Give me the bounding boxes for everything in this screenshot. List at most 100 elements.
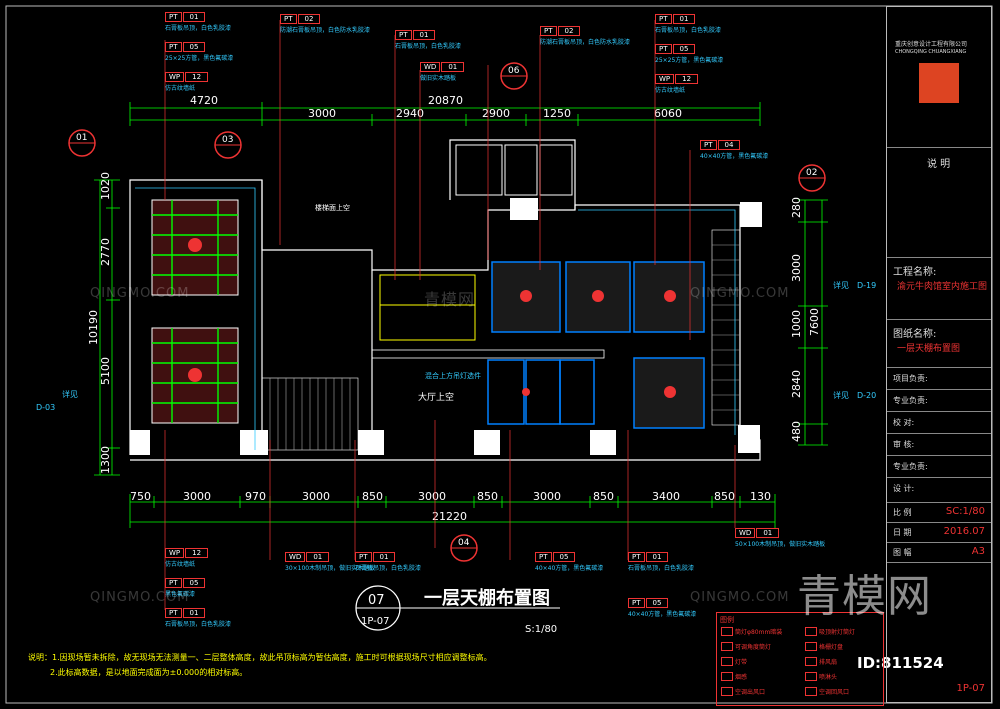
- tag-number: 12: [675, 74, 699, 84]
- tag-note: 40×40方管，黑色氟碳漆: [535, 565, 604, 572]
- title-block-row-label: 审 核:: [893, 440, 915, 449]
- tag-number: 01: [645, 552, 669, 562]
- notes-heading: 说 明: [927, 159, 951, 170]
- legend-swatch: [721, 687, 733, 696]
- dim-bottom: 3400: [652, 490, 680, 503]
- tag-code: PT: [628, 552, 645, 562]
- dim-right-total: 7600: [808, 308, 821, 336]
- tag-number: 02: [557, 26, 581, 36]
- top-rooms: [455, 144, 573, 196]
- svg-text:07: 07: [368, 593, 385, 608]
- legend-swatch: [805, 672, 817, 681]
- room-label-hall: 大厅上空: [418, 391, 454, 403]
- legend-item: 吸顶射灯筒灯: [819, 629, 856, 636]
- dim-right: 1000: [790, 310, 803, 338]
- tag-note: 石膏板吊顶，白色乳胶漆: [628, 565, 695, 572]
- tag-code: WP: [165, 548, 185, 558]
- side-ref: D-20: [857, 391, 876, 400]
- tag-code: PT: [628, 598, 645, 608]
- dim-bottom: 750: [130, 490, 151, 503]
- size-label: 图 幅: [893, 548, 912, 557]
- tag-code: PT: [355, 552, 372, 562]
- tag-number: 05: [182, 578, 206, 588]
- dim-top-seg: 3000: [308, 107, 336, 120]
- drawing-name: 一层天棚布置图: [897, 344, 961, 354]
- leader-lines: [164, 20, 736, 610]
- dim-left: 1300: [99, 446, 112, 474]
- section-marker: 01: [68, 129, 96, 157]
- dim-bottom: 130: [750, 490, 771, 503]
- date-label: 日 期: [893, 528, 912, 537]
- drawing-label: 图纸名称:: [893, 329, 937, 340]
- legend-item: 可调角度筒灯: [735, 644, 772, 651]
- dim-top-l2: 20870: [428, 94, 463, 107]
- tag-note: 50×100木制吊顶，做旧实木踏板: [735, 541, 826, 548]
- legend-swatch: [721, 672, 733, 681]
- tag-code: PT: [540, 26, 557, 36]
- project-name: 渝元牛肉馆室内施工图: [897, 282, 988, 292]
- svg-text:06: 06: [508, 66, 520, 76]
- tag-note: 防潮石膏板吊顶，白色防水乳胶漆: [540, 39, 631, 46]
- tag-note: 40×40方管，黑色氟碳漆: [628, 611, 697, 618]
- tag-number: 01: [182, 12, 206, 22]
- side-refs: 详见 D-19 详见 D-20 详见 D-03: [36, 280, 876, 412]
- dim-left: 1020: [99, 172, 112, 200]
- tag-note: 25×25方管，黑色氟碳漆: [165, 55, 234, 62]
- legend-swatch: [805, 687, 817, 696]
- tag-number: 01: [756, 528, 780, 538]
- tag-code: PT: [655, 44, 672, 54]
- svg-text:03: 03: [222, 135, 233, 145]
- side-ref: D-03: [36, 403, 55, 412]
- note-line-2: 2.此标高数据，是以地面完成面为±0.000的相对标高。: [50, 667, 247, 677]
- tag-number: 05: [645, 598, 669, 608]
- legend-item: 空调回风口: [819, 689, 850, 696]
- dim-top-seg: 6060: [654, 107, 682, 120]
- tag-code: PT: [700, 140, 717, 150]
- tag-note: 30×100木制吊顶，做旧实木踏板: [285, 565, 376, 572]
- tag-code: WD: [285, 552, 306, 562]
- section-marker: 04: [450, 534, 478, 562]
- sheet-number: 1P-07: [956, 683, 985, 694]
- company-logo: [919, 63, 959, 103]
- dim-right: 480: [790, 421, 803, 442]
- dim-top-l1: 4720: [190, 94, 218, 107]
- dim-left-labels: 1020 2770 5100 1300 10190: [87, 172, 112, 474]
- tag-note: 40×40方管，黑色氟碳漆: [700, 153, 769, 160]
- dim-bottom: 850: [714, 490, 735, 503]
- stair-hatch-right: [711, 229, 741, 426]
- legend-item: 空调出风口: [735, 689, 766, 696]
- tag-note: 做旧实木踏板: [420, 75, 457, 82]
- section-marker: 02: [798, 164, 826, 192]
- tag-number: 01: [306, 552, 330, 562]
- tag-number: 01: [412, 30, 436, 40]
- dim-left: 5100: [99, 357, 112, 385]
- columns: [130, 198, 762, 455]
- tag-code: PT: [165, 12, 182, 22]
- dim-bottom: 3000: [533, 490, 561, 503]
- legend-item: 排风扇: [819, 659, 838, 666]
- tag-number: 01: [441, 62, 465, 72]
- company-name-en: CHONGQING CHUANGXIANG: [895, 49, 967, 55]
- tag-code: PT: [280, 14, 297, 24]
- svg-text:1P-07: 1P-07: [361, 616, 390, 627]
- dim-bottom: 3000: [302, 490, 330, 503]
- dimension-lines-right: [798, 199, 828, 446]
- tag-code: WP: [655, 74, 675, 84]
- watermark: QINGMO.COM: [90, 286, 190, 301]
- tag-number: 04: [717, 140, 741, 150]
- tag-number: 12: [185, 548, 209, 558]
- side-ref: D-19: [857, 281, 876, 290]
- dim-bottom: 970: [245, 490, 266, 503]
- tag-note: 石膏板吊顶，白色乳胶漆: [655, 27, 722, 34]
